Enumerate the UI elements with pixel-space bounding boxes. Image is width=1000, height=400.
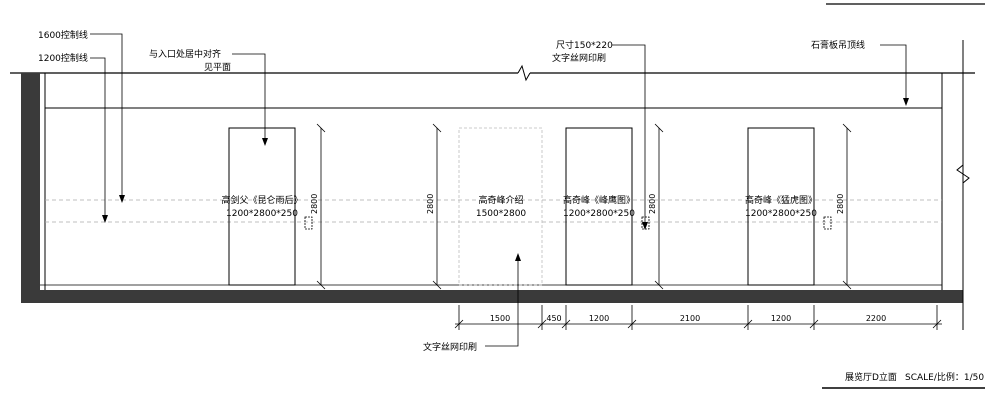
label-plate-3: [641, 216, 650, 230]
dim-label-5: 1200: [771, 314, 791, 323]
break-symbol-right: [956, 164, 970, 184]
arrow-print-bottom: [515, 253, 521, 261]
panel-3-title: 高奇峰《峰鹰图》: [563, 194, 635, 206]
dim-label-6: 2200: [866, 314, 886, 323]
height-label-2: 2800: [426, 194, 435, 214]
height-dim-1: [316, 123, 326, 290]
leader-print-bottom: [485, 256, 519, 347]
break-symbol-top: [517, 64, 531, 82]
height-label-3: 2800: [648, 194, 657, 214]
panel-4: [747, 127, 815, 286]
dim-label-3: 1200: [589, 314, 609, 323]
dim-label-1: 1500: [490, 314, 510, 323]
leader-1600: [90, 33, 123, 200]
arrow-ceiling: [903, 98, 909, 106]
height-label-4: 2800: [836, 194, 845, 214]
height-dim-3: [654, 123, 664, 290]
annotation-control-1600: 1600控制线: [38, 29, 88, 41]
left-wall: [21, 73, 40, 303]
dim-chain-ticks: [454, 305, 942, 330]
panel-3: [565, 127, 633, 286]
drawing-scale: SCALE/比例：1/50: [905, 371, 984, 383]
panel-1-title: 高剑父《昆仑雨后》: [221, 194, 302, 206]
annotation-align-2: 见平面: [204, 62, 231, 73]
leader-align: [232, 53, 266, 143]
arrow-1600: [119, 195, 125, 203]
annotation-print-bottom: 文字丝网印刷: [423, 341, 477, 353]
annotation-align-1: 与入口处居中对齐: [149, 48, 221, 60]
label-plate-4: [823, 216, 832, 230]
height-label-1: 2800: [310, 194, 319, 214]
annotation-control-1200: 1200控制线: [38, 52, 88, 64]
annotation-ceiling: 石膏板吊顶线: [811, 39, 865, 51]
arrow-1200: [102, 215, 108, 223]
panel-2: [458, 127, 543, 286]
height-dim-4: [842, 123, 852, 290]
annotation-size-2: 文字丝网印刷: [552, 52, 606, 64]
arrow-align: [262, 138, 268, 146]
panel-4-title: 高奇峰《猛虎图》: [745, 194, 817, 206]
leader-ceiling: [880, 44, 907, 103]
panel-4-size: 1200*2800*250: [745, 209, 817, 219]
panel-1-size: 1200*2800*250: [226, 209, 298, 219]
panel-2-title: 高奇峰介绍: [478, 194, 523, 206]
dim-label-4: 2100: [680, 314, 700, 323]
arrow-size: [642, 222, 648, 230]
leader-1200: [90, 57, 106, 220]
drawing-title: 展览厅D立面: [845, 371, 897, 383]
panel-2-size: 1500*2800: [476, 209, 527, 219]
panel-1: [228, 127, 296, 286]
label-plate-1: [304, 216, 313, 230]
annotation-size-1: 尺寸150*220: [556, 39, 613, 51]
leader-size: [612, 44, 646, 227]
dim-label-2: 450: [546, 314, 561, 323]
panel-3-size: 1200*2800*250: [563, 209, 635, 219]
height-dim-2: [432, 123, 442, 290]
floor-slab: [21, 290, 963, 303]
